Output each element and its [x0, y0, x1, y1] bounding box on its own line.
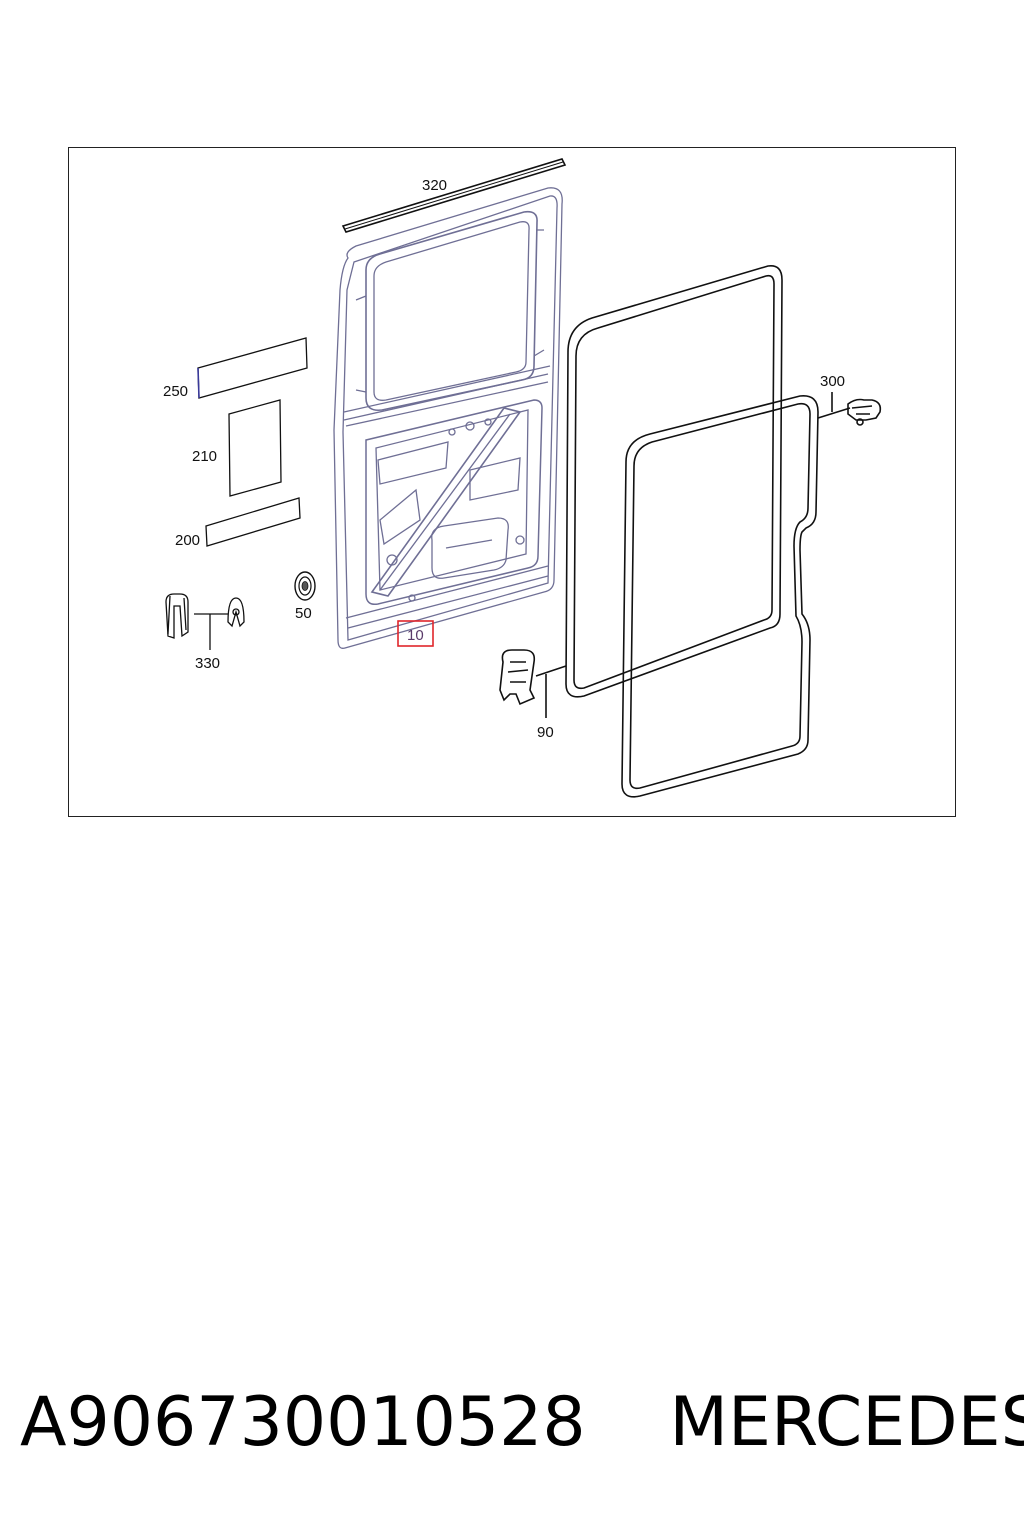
edge-clip-330	[165, 593, 245, 650]
brand-name: MERCEDES	[669, 1383, 1024, 1462]
outer-door-seal-300	[621, 392, 882, 798]
label-250	[197, 337, 308, 399]
grommet-plug-50	[294, 571, 316, 601]
rear-door-shell-10	[333, 187, 563, 649]
callout-50: 50	[295, 605, 312, 622]
callout-300: 300	[820, 373, 845, 390]
callout-320: 320	[422, 177, 447, 194]
callout-210: 210	[192, 448, 217, 465]
callout-10: 10	[407, 627, 424, 644]
label-200	[205, 497, 301, 547]
part-code-caption: A906730010528 MERCEDES	[20, 1378, 1024, 1468]
callout-330: 330	[195, 655, 220, 672]
callout-200: 200	[175, 532, 200, 549]
callout-250: 250	[163, 383, 188, 400]
label-210	[228, 399, 282, 497]
inner-door-seal-90	[499, 264, 783, 718]
callout-90: 90	[537, 724, 554, 741]
part-number: A906730010528	[20, 1383, 586, 1462]
callout-10-highlight-box	[397, 620, 434, 647]
weather-strip-320	[341, 158, 567, 233]
